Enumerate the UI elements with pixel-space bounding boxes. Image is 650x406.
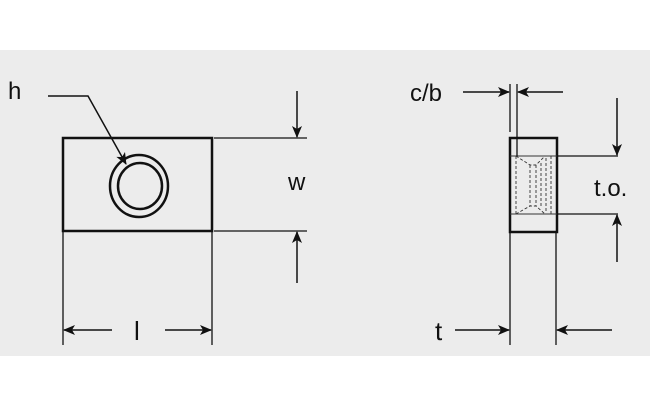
thickness-label: t xyxy=(435,316,443,346)
plate-outline xyxy=(61,136,214,233)
background-band xyxy=(0,50,650,356)
side-view: c/b t.o. t xyxy=(410,80,627,346)
hole-outer-circle xyxy=(108,153,170,219)
counterbore-label: c/b xyxy=(410,80,442,107)
hole-leader-arrow xyxy=(48,95,127,165)
hole-inner-circle xyxy=(116,161,164,211)
length-label: l xyxy=(134,316,140,346)
tapping-offset-label: t.o. xyxy=(594,175,627,202)
side-outline xyxy=(508,136,559,234)
hidden-counterbore-lines xyxy=(510,155,557,215)
width-label: w xyxy=(287,169,306,196)
hole-label: h xyxy=(8,78,21,105)
front-view: h w l xyxy=(8,78,307,346)
